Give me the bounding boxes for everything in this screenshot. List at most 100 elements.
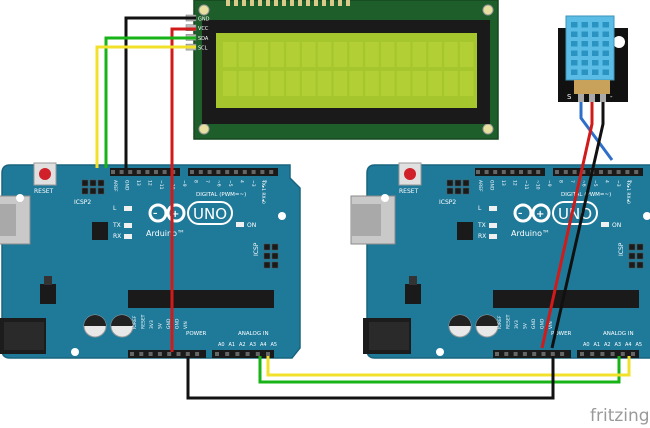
header-socket xyxy=(185,352,190,356)
reset-button-cap[interactable] xyxy=(39,168,51,180)
lcd-header-pin xyxy=(234,0,238,6)
power-header xyxy=(493,350,571,358)
sensor-pin xyxy=(600,94,606,102)
sensor-grille-slot xyxy=(602,41,609,47)
lcd-char-cell xyxy=(365,42,379,67)
power-pin-label: VIN xyxy=(548,321,554,329)
wire-sensor-signal[interactable] xyxy=(579,102,614,161)
header-socket xyxy=(145,170,150,174)
sensor-pin-minus-label: - xyxy=(610,93,613,101)
sensor-pin xyxy=(578,94,584,102)
sensor-pin xyxy=(589,94,595,102)
icsp-pin xyxy=(636,252,644,260)
digital-pin-label: 4 xyxy=(604,180,610,183)
digital-pin-label: 8 xyxy=(193,180,199,183)
lcd-header-pin xyxy=(298,0,302,6)
lcd-char-cell xyxy=(302,42,316,67)
reset-button-cap[interactable] xyxy=(404,168,416,180)
lcd-char-cell xyxy=(286,71,300,96)
digital-pin-label: ~5 xyxy=(227,180,233,187)
header-socket xyxy=(162,170,167,174)
lcd-char-cell xyxy=(317,42,332,67)
wire-lcd-scl[interactable] xyxy=(95,45,196,168)
usb-connector-inner xyxy=(351,204,381,236)
power-pin-label: RESET xyxy=(506,314,512,329)
on-led xyxy=(236,222,244,227)
txrx-pin-label: TX▸1 RX◂0 xyxy=(260,179,266,204)
led-label: RX xyxy=(113,233,121,240)
icsp-pin xyxy=(271,261,279,269)
board-model: UNO xyxy=(558,205,592,223)
header-socket xyxy=(225,170,230,174)
sensor-grille-slot xyxy=(592,31,599,37)
lcd-pin-label: SDA xyxy=(198,36,209,42)
analog-pin-label: A0 xyxy=(218,342,225,348)
header-socket xyxy=(198,170,203,174)
header-socket xyxy=(139,352,144,356)
wire-i2c-scl-link[interactable] xyxy=(266,356,631,377)
header-socket xyxy=(242,170,247,174)
digital-pin-label: ~9 xyxy=(546,180,552,187)
header-socket xyxy=(501,170,506,174)
lcd-top-header xyxy=(226,0,350,6)
board-brand: Arduino™ xyxy=(146,229,185,238)
header-socket xyxy=(234,170,238,174)
header-socket xyxy=(130,352,134,356)
header-socket xyxy=(519,170,523,174)
lcd-char-cell xyxy=(396,42,411,67)
digital-pin-label: ~10 xyxy=(535,180,541,190)
uno-badge xyxy=(187,201,233,225)
digital-pin-label: ~5 xyxy=(592,180,598,187)
header-socket xyxy=(167,352,172,356)
header-socket xyxy=(157,352,162,356)
power-pin-label: IOREF xyxy=(497,315,503,329)
analog-pin-label: A2 xyxy=(239,342,246,348)
arduino-logo-minus: – xyxy=(518,209,523,219)
power-pin-label: GND xyxy=(540,318,546,329)
icsp2-pin xyxy=(89,179,97,187)
sensor-grille-slot xyxy=(592,50,599,56)
lcd-header-pin xyxy=(258,0,262,6)
wire-lcd-vcc[interactable] xyxy=(170,27,196,352)
wire-sensor-vcc[interactable] xyxy=(540,102,594,349)
sensor-header xyxy=(574,80,610,94)
icsp2-pin xyxy=(462,187,470,195)
board-mount-hole xyxy=(71,348,79,356)
lcd-char-cell xyxy=(333,71,348,96)
lcd-pin-label: GND xyxy=(198,17,210,23)
header-socket xyxy=(476,170,480,174)
power-pin-label: IOREF xyxy=(132,315,138,329)
fritzing-watermark: fritzing xyxy=(590,406,650,426)
digital-pin-label: 7 xyxy=(569,180,575,183)
header-socket xyxy=(634,170,639,174)
wire-i2c-sda-link[interactable] xyxy=(258,356,621,384)
on-label: ON xyxy=(612,222,621,229)
lcd-character-grid xyxy=(223,42,474,96)
icsp-label: ICSP xyxy=(253,242,260,256)
digital-header-low xyxy=(553,168,643,176)
led-label: TX xyxy=(112,222,121,229)
icsp-pin xyxy=(271,252,279,260)
lcd-header-pin xyxy=(290,0,294,6)
wire-lcd-gnd[interactable] xyxy=(124,16,196,168)
lcd-mount-hole xyxy=(482,4,494,16)
digital-pin-label: AREF xyxy=(477,180,483,192)
icsp2-pin xyxy=(81,179,89,187)
wire-ground-link[interactable] xyxy=(186,356,555,400)
usb-connector-inner xyxy=(0,204,16,236)
header-socket xyxy=(495,352,499,356)
analog-pin-label: A3 xyxy=(250,342,257,348)
header-socket xyxy=(620,352,625,356)
dht-sensor-module: S - xyxy=(558,15,628,102)
header-socket xyxy=(176,352,181,356)
header-socket xyxy=(255,352,260,356)
digital-pin-label: GND xyxy=(489,180,495,191)
sensor-grille-slot xyxy=(581,69,588,75)
digital-pin-label: 7 xyxy=(204,180,210,183)
power-label: POWER xyxy=(186,331,207,337)
icsp2-pin xyxy=(454,179,462,187)
wire-lcd-sda[interactable] xyxy=(104,36,196,168)
icsp2-pin xyxy=(462,179,470,187)
wire-sensor-gnd[interactable] xyxy=(550,102,605,349)
